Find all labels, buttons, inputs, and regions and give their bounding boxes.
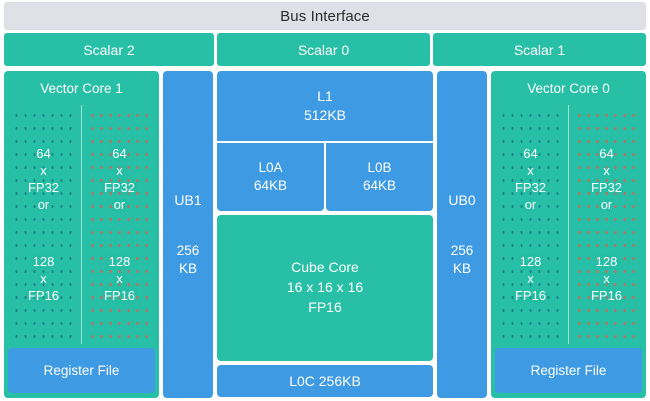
l0a-name: L0A [258,159,283,175]
lane-value-count: 128 [595,253,618,269]
l0b-name: L0B [367,159,392,175]
register-file-0-label: Register File [530,363,607,378]
lane-value-precision: FP16 [103,288,136,304]
lane-value-precision: FP16 [27,288,60,304]
cube-core-dims: 16 x 16 x 16 [286,279,364,296]
center-column: L1 512KB L0A 64KB L0B 64KB Cube Core 16 … [217,71,433,398]
l0c-label: L0C 256KB [289,373,361,389]
register-file-1: Register File [8,348,155,393]
lane-value-times: x [40,162,47,178]
lane-value-or: or [37,197,50,213]
lane-group-fp32: 64 x FP32 or [591,145,622,214]
lane-value-times: x [603,271,610,287]
lane-value-or: or [600,197,613,213]
l0c-block: L0C 256KB [217,365,433,397]
lane-value-count: 64 [523,145,538,161]
vector-core-0-panel: Vector Core 0 64 x FP32 or 128 x FP16 [491,71,646,398]
vector-core-1-panel: Vector Core 1 64 x FP32 or 128 x FP16 [4,71,159,398]
lane-value-precision: FP32 [590,179,623,195]
ub1-name: UB1 [174,192,202,209]
register-file-1-label: Register File [43,363,120,378]
scalar-1-label: Scalar 1 [513,41,566,58]
vector-core-1-regfile-wrap: Register File [4,344,159,398]
lane-value-count: 64 [112,145,127,161]
vector-core-0-title-row: Vector Core 0 [491,71,646,105]
l0b-block: L0B 64KB [326,143,433,211]
bus-interface-label: Bus Interface [280,7,370,25]
ub1-size-value: 256 [176,243,200,259]
lane-value-precision: FP32 [103,179,136,195]
lane-group-fp16: 128 x FP16 [28,253,59,304]
lane-divider [568,105,569,344]
lane-group-fp32: 64 x FP32 or [28,145,59,214]
vector-core-0-lane-b: 64 x FP32 or 128 x FP16 [572,105,641,344]
scalar-row: Scalar 2 Scalar 0 Scalar 1 [4,33,646,66]
main-body: Vector Core 1 64 x FP32 or 128 x FP16 [4,71,646,398]
scalar-block-1: Scalar 1 [433,33,646,66]
lane-dot-pattern-dark [9,105,78,344]
l0a-block: L0A 64KB [217,143,324,211]
lane-value-count: 64 [36,145,51,161]
ub1-size-unit: KB [178,260,197,276]
lane-group-fp16: 128 x FP16 [515,253,546,304]
vector-core-1-lanes: 64 x FP32 or 128 x FP16 64 [4,105,159,344]
cube-core-block: Cube Core 16 x 16 x 16 FP16 [217,215,433,361]
scalar-2-label: Scalar 2 [83,41,135,58]
scalar-block-0: Scalar 0 [217,33,430,66]
lane-value-count: 128 [108,253,131,269]
vector-core-0-title: Vector Core 0 [527,80,610,96]
lane-value-or: or [524,197,537,213]
lane-value-times: x [40,271,47,287]
register-file-0: Register File [495,348,642,393]
lane-value-count: 64 [599,145,614,161]
vector-core-0-regfile-wrap: Register File [491,344,646,398]
lane-dot-pattern-red [85,105,154,344]
lane-value-or: or [113,197,126,213]
lane-divider [81,105,82,344]
lane-dot-pattern-red [572,105,641,344]
cube-core-name: Cube Core [291,259,359,276]
vector-core-1-lane-a: 64 x FP32 or 128 x FP16 [9,105,78,344]
lane-value-times: x [527,271,534,287]
lane-value-times: x [527,162,534,178]
ub0-name: UB0 [448,192,476,209]
vector-core-1-title-row: Vector Core 1 [4,71,159,105]
l1-cache-block: L1 512KB [217,71,433,143]
l0b-size: 64KB [362,178,397,193]
scalar-0-label: Scalar 0 [297,41,350,58]
lane-value-count: 128 [32,253,55,269]
l0-row: L0A 64KB L0B 64KB [217,143,433,211]
vector-core-1-title: Vector Core 1 [40,80,123,96]
vector-core-0-lanes: 64 x FP32 or 128 x FP16 64 [491,105,646,344]
lane-value-precision: FP32 [514,179,547,195]
lane-dot-pattern-dark [496,105,565,344]
lane-value-precision: FP16 [590,288,623,304]
lane-value-times: x [116,162,123,178]
lane-group-fp16: 128 x FP16 [591,253,622,304]
lane-value-precision: FP32 [27,179,60,195]
vector-core-1-lane-b: 64 x FP32 or 128 x FP16 [85,105,154,344]
lane-group-fp32: 64 x FP32 or [515,145,546,214]
scalar-block-2: Scalar 2 [4,33,214,66]
ub0-size-unit: KB [452,260,471,276]
cube-core-precision: FP16 [308,298,342,315]
lane-value-precision: FP16 [514,288,547,304]
l1-size: 512KB [303,107,347,123]
l0a-size: 64KB [253,178,288,193]
lane-group-fp32: 64 x FP32 or [104,145,135,214]
ub0-size-value: 256 [450,243,474,259]
lane-value-times: x [116,271,123,287]
lane-group-fp16: 128 x FP16 [104,253,135,304]
lane-value-count: 128 [519,253,542,269]
bus-interface-bar: Bus Interface [4,2,646,30]
vector-core-0-lane-a: 64 x FP32 or 128 x FP16 [496,105,565,344]
l1-name: L1 [317,88,333,105]
lane-value-times: x [603,162,610,178]
